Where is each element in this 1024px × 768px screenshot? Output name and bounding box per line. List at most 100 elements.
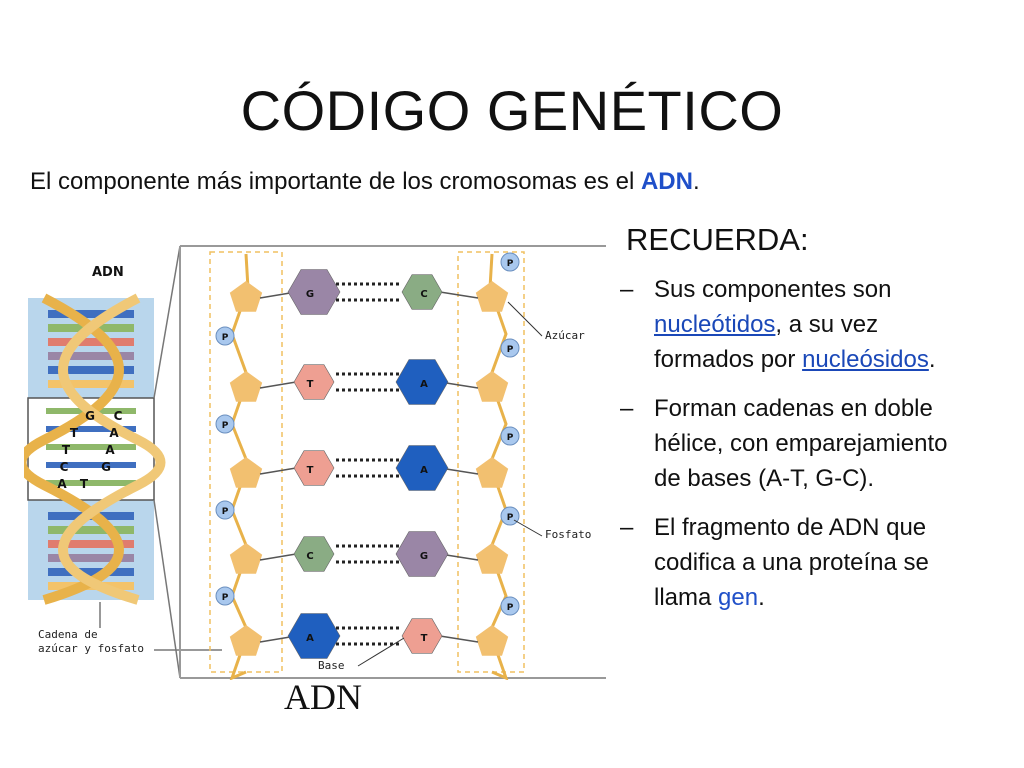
helix-letter: G (101, 460, 111, 474)
keyword-gen: gen (718, 584, 759, 611)
phosphate-circle (215, 414, 235, 434)
helix-backbone-strand-1 (24, 293, 124, 605)
phosphate-label: P (507, 433, 514, 443)
base-shape (395, 445, 449, 491)
bullet-dash: – (620, 395, 634, 422)
phosphate-circle (500, 426, 520, 446)
bullet-double-helix: – Forman cadenas en doble hélice, con em… (620, 391, 980, 496)
helix-rung (48, 338, 134, 346)
base-letter: T (421, 633, 428, 644)
helix-letter: C (60, 460, 69, 474)
helix-letter: G (85, 409, 95, 423)
base-letter: A (420, 465, 428, 476)
helix-letter: A (57, 477, 67, 491)
dna-caption: ADN (284, 677, 362, 717)
phosphate-circle (500, 252, 520, 272)
bullet-text: . (928, 346, 936, 373)
link-nucleosidos[interactable]: nucleósidos (802, 346, 929, 373)
label-cadena-line1: Cadena de (38, 628, 98, 641)
phosphate-circle (500, 596, 520, 616)
base-shape (293, 450, 335, 486)
bullet-text: El fragmento de ADN que codifica a una p… (654, 514, 929, 611)
helix-rung (48, 352, 134, 360)
bullet-gen: – El fragmento de ADN que codifica a una… (620, 510, 980, 615)
base-letter: T (307, 379, 314, 390)
base-shape (395, 531, 449, 577)
phosphate-circle (500, 338, 520, 358)
backbone-box-left (209, 251, 283, 673)
helix-rung (48, 366, 134, 374)
slide-title: CÓDIGO GENÉTICO (240, 79, 784, 142)
base-letter: A (306, 633, 314, 644)
helix-letter: T (80, 477, 89, 491)
bullet-dash: – (620, 276, 634, 303)
label-cadena-line2: azúcar y fosfato (38, 642, 144, 655)
base-shape (287, 269, 341, 315)
bond-line (259, 553, 297, 561)
subtitle-text: El componente más importante de los crom… (30, 168, 641, 195)
helix-title: ADN (92, 265, 124, 280)
helix-letter: A (105, 443, 115, 457)
phosphate-label: P (507, 259, 514, 269)
sugar-pentagon (475, 543, 509, 574)
helix-backbone-strand-2 (58, 293, 166, 605)
phosphate-circle (215, 586, 235, 606)
helix-letter: C (114, 409, 123, 423)
base-shape (287, 613, 341, 659)
bullet-text: , a su vez formados por (654, 311, 879, 373)
helix-rung (48, 540, 134, 548)
sugar-pentagon (475, 371, 509, 402)
zoom-line-top (153, 245, 181, 399)
helix-letter: T (70, 426, 79, 440)
base-letter: G (420, 551, 428, 562)
subtitle-period: . (692, 168, 700, 195)
helix-rung (48, 310, 134, 318)
sugar-pentagon (229, 281, 263, 312)
bond-line (259, 381, 297, 389)
base-shape (401, 618, 443, 654)
helix-letter: T (62, 443, 71, 457)
leader-line (513, 519, 543, 537)
bond-line (259, 467, 297, 475)
bullet-text: . (758, 584, 765, 611)
sugar-pentagon (229, 625, 263, 656)
bond-line (439, 635, 479, 643)
helix-letter: A (109, 426, 119, 440)
base-letter: G (306, 289, 314, 300)
sugar-pentagon (229, 543, 263, 574)
helix-rung (48, 554, 134, 562)
phosphate-label: P (507, 603, 514, 613)
base-letter: A (420, 379, 428, 390)
helix-rung (46, 444, 136, 450)
base-shape (395, 359, 449, 405)
phosphate-circle (215, 500, 235, 520)
helix-rung (46, 462, 136, 468)
label-fosfato: Fosfato (545, 528, 591, 541)
helix-rung (46, 426, 136, 432)
slide-subtitle: El componente más importante de los crom… (30, 168, 700, 196)
base-shape (293, 536, 335, 572)
helix-rung (48, 380, 134, 388)
base-letter: C (306, 551, 313, 562)
link-nucleotidos[interactable]: nucleótidos (654, 311, 776, 338)
base-shape (401, 274, 443, 310)
base-shape (293, 364, 335, 400)
bullet-text: Forman cadenas en doble hélice, con empa… (654, 395, 948, 492)
phosphate-label: P (222, 593, 229, 603)
phosphate-label: P (507, 345, 514, 355)
bullet-dash: – (620, 514, 634, 541)
recuerda-list: – Sus componentes son nucleótidos, a su … (620, 272, 980, 629)
leader-line (357, 637, 405, 667)
subtitle-keyword-adn: ADN (640, 168, 693, 195)
helix-rung (48, 568, 134, 576)
helix-rung (46, 480, 136, 486)
leader-line (507, 301, 543, 337)
phosphate-label: P (222, 333, 229, 343)
phosphate-circle (215, 326, 235, 346)
bond-line (439, 291, 479, 299)
sugar-pentagon (475, 281, 509, 312)
base-letter: T (307, 465, 314, 476)
phosphate-label: P (222, 421, 229, 431)
bullet-text: Sus componentes son (654, 276, 892, 303)
label-base: Base (318, 659, 345, 672)
